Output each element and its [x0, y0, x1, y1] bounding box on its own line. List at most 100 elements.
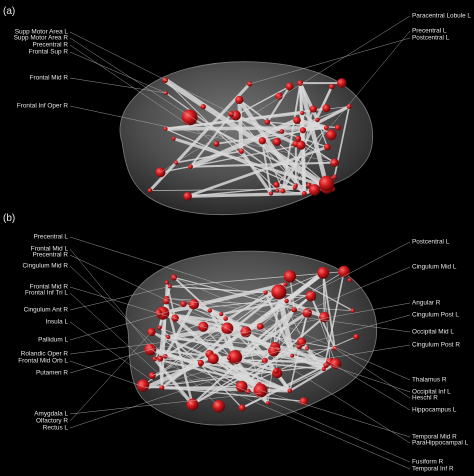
connection-edge-b [165, 299, 194, 406]
connection-edge-b [160, 385, 292, 393]
region-label: Frontal Mid R [30, 75, 69, 82]
region-node-a [324, 143, 331, 151]
connection-edge-a [299, 82, 305, 195]
region-node-b [290, 353, 295, 358]
leader-line [69, 360, 147, 388]
region-node-b [197, 359, 204, 367]
leader-line [69, 236, 325, 318]
region-label: Heschl R [412, 395, 438, 402]
region-node-a [309, 105, 317, 113]
region-label: Fusiform R [412, 459, 444, 466]
connection-edge-a [164, 128, 297, 186]
connection-edge-b [289, 275, 354, 312]
region-node-a [292, 185, 297, 190]
region-node-b [207, 308, 212, 313]
region-node-b [347, 278, 352, 283]
region-node-a [300, 111, 305, 116]
region-node-b [219, 312, 224, 317]
region-node-a [171, 136, 176, 141]
connection-edge-b [158, 295, 312, 314]
leader-line [69, 349, 151, 374]
region-node-a [318, 175, 335, 192]
region-label: Cingulum Ant R [24, 307, 69, 314]
leader-line [69, 304, 194, 341]
connection-edge-a [148, 82, 252, 192]
connection-edge-b [166, 326, 230, 340]
connection-edge-b [241, 364, 328, 409]
region-node-a [323, 125, 330, 131]
region-node-a [272, 137, 281, 147]
region-label: Frontal Sup R [29, 49, 69, 56]
connection-edge-b [153, 357, 291, 392]
region-label: Precentral R [32, 252, 68, 259]
leader-line [260, 390, 411, 438]
connection-edge-a [300, 144, 335, 163]
connection-edge-a [172, 137, 329, 189]
region-node-b [305, 290, 317, 302]
connection-edge-b [166, 298, 354, 312]
region-node-a [337, 78, 347, 88]
region-node-b [136, 379, 150, 392]
region-node-a [200, 104, 206, 110]
region-label: Cingulum Mid L [412, 264, 457, 271]
connection-edge-a [189, 161, 336, 168]
connection-edge-b [309, 295, 336, 350]
region-node-b [353, 333, 360, 340]
connection-edge-b [209, 309, 266, 362]
leader-line [277, 30, 411, 191]
leader-line [154, 358, 411, 470]
region-node-a [332, 174, 337, 180]
region-label: Thalamus R [412, 377, 447, 384]
leader-line [146, 314, 411, 388]
region-node-a [329, 83, 335, 90]
leader-line [69, 44, 217, 145]
region-node-a [238, 148, 245, 154]
region-node-a [322, 104, 331, 113]
region-node-a [275, 92, 283, 100]
region-label: Supp Motor Area L [15, 29, 69, 36]
region-node-a [147, 188, 153, 193]
region-node-b [223, 316, 228, 321]
leader-line [69, 31, 236, 116]
region-label: Temporal Inf R [412, 466, 454, 473]
region-node-b [180, 300, 187, 308]
leader-line [150, 302, 411, 350]
region-node-a [279, 129, 285, 134]
region-node-b [235, 380, 248, 393]
leader-line [160, 15, 411, 173]
region-node-a [273, 181, 280, 188]
region-label: Pallidum L [38, 337, 68, 344]
connection-edge-b [160, 290, 281, 389]
region-node-b [268, 345, 280, 357]
region-label: Temporal Mid R [412, 434, 457, 441]
region-node-b [287, 388, 293, 394]
connection-edge-b [169, 271, 345, 287]
connection-edge-b [322, 272, 325, 318]
connection-edge-a [159, 144, 302, 173]
region-node-a [163, 126, 168, 131]
region-node-a [264, 119, 271, 125]
region-node-a [258, 137, 266, 145]
region-node-b [166, 334, 171, 340]
leader-line [69, 321, 163, 388]
leader-line [152, 241, 411, 376]
connection-edge-b [169, 286, 312, 297]
leader-line [69, 254, 228, 329]
region-label: Frontal Inf Tri L [25, 290, 68, 297]
leader-line [173, 277, 411, 381]
region-node-b [265, 401, 271, 406]
region-label: Rolandic Oper R [21, 351, 69, 358]
region-node-a [295, 135, 302, 142]
region-node-b [283, 282, 288, 287]
region-node-b [171, 314, 179, 322]
leader-line [69, 292, 193, 405]
connection-edge-a [316, 119, 328, 148]
region-node-a [297, 80, 304, 87]
region-label: Rectus L [43, 425, 69, 432]
leader-line [69, 105, 335, 163]
region-node-b [350, 308, 356, 313]
region-label: Putamen R [36, 370, 68, 377]
region-label: Precentral L [34, 234, 69, 241]
leader-line [69, 51, 167, 94]
